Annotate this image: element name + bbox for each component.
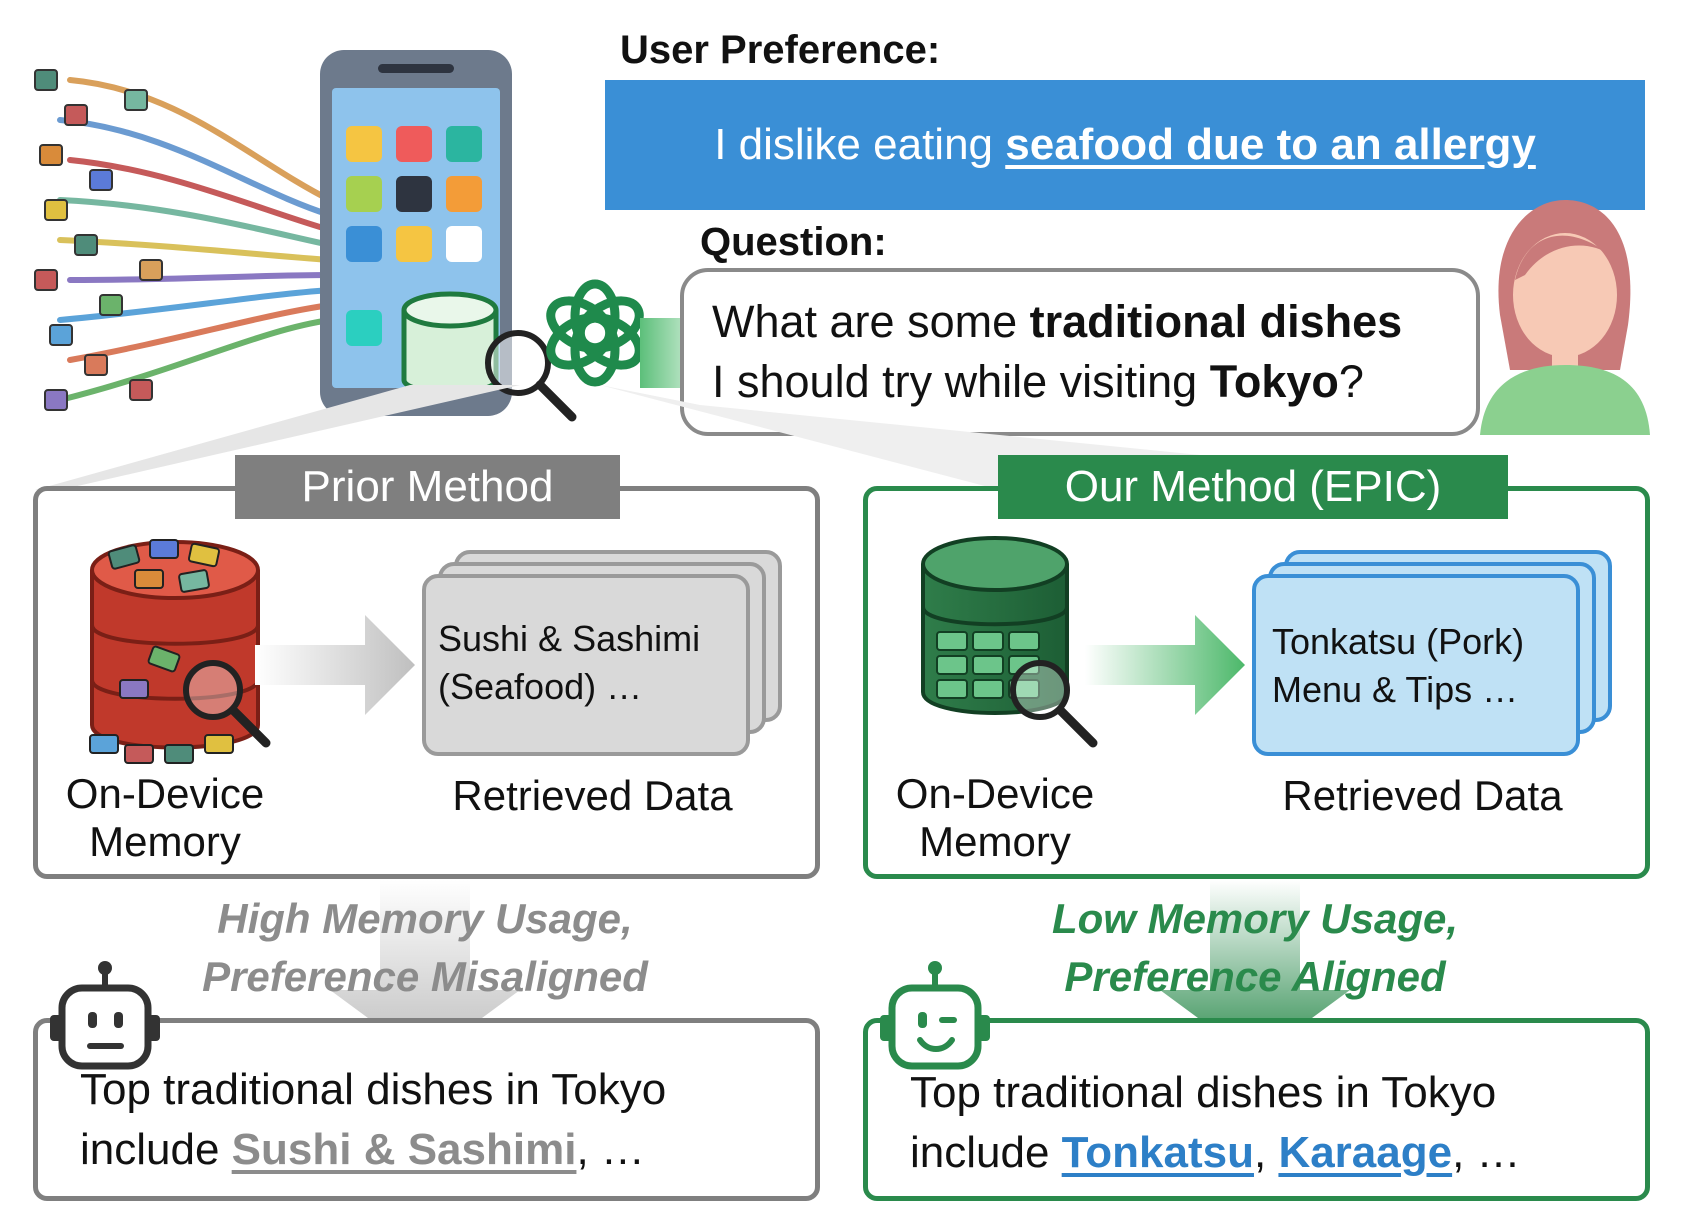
answer-text: , — [1253, 1128, 1279, 1177]
verdict-line: Low Memory Usage, — [1051, 895, 1459, 942]
our-answer-panel — [863, 1018, 1650, 1201]
label-line: Memory — [89, 818, 241, 865]
our-verdict: Low Memory Usage, Preference Aligned — [930, 890, 1580, 1006]
retrieved-card-text: Sushi & Sashimi (Seafood) … — [438, 615, 700, 711]
arrow-down-icon — [1160, 880, 1350, 1060]
preference-header: User Preference: — [620, 28, 941, 72]
preference-text: I dislike eating — [714, 120, 1006, 169]
question-text: I should try while visiting — [712, 356, 1210, 407]
card-line: (Seafood) … — [438, 666, 643, 707]
memory-label: On-Device Memory — [40, 770, 290, 866]
card-line: Tonkatsu (Pork) — [1272, 621, 1525, 662]
magnifier-icon — [1010, 660, 1098, 748]
verdict-line: High Memory Usage, — [217, 895, 633, 942]
question-text: ? — [1338, 356, 1364, 407]
arrow-right-icon — [1085, 615, 1245, 715]
question-header: Question: — [700, 220, 887, 264]
database-icon — [401, 291, 499, 395]
answer-dish: Karaage — [1278, 1128, 1453, 1177]
card-line: Menu & Tips … — [1272, 669, 1519, 710]
robot-sad-icon — [50, 961, 160, 1070]
answer-dish: Sushi & Sashimi — [231, 1125, 577, 1174]
answer-text: , … — [576, 1125, 645, 1174]
question-bold: Tokyo — [1209, 356, 1339, 407]
arrow-down-icon — [330, 880, 520, 1060]
retrieved-card-text: Tonkatsu (Pork) Menu & Tips … — [1272, 618, 1524, 714]
verdict-line: Preference Aligned — [1064, 953, 1446, 1000]
verdict-line: Preference Misaligned — [202, 953, 648, 1000]
database-icon — [921, 536, 1069, 715]
question-bubble: What are some traditional dishes I shoul… — [680, 268, 1480, 436]
user-avatar-icon — [1480, 200, 1650, 435]
our-method-title: Our Method (EPIC) — [998, 455, 1508, 519]
retrieved-label: Retrieved Data — [1282, 772, 1563, 819]
our-answer-text: Top traditional dishes in Tokyo include … — [910, 1063, 1521, 1183]
magnifier-icon — [183, 660, 271, 748]
arrow-right-icon — [255, 615, 415, 715]
prior-verdict: High Memory Usage, Preference Misaligned — [100, 890, 750, 1006]
answer-line: Top traditional dishes in Tokyo — [80, 1065, 667, 1114]
database-icon — [89, 539, 260, 764]
label-line: On-Device — [895, 770, 1095, 817]
answer-text: , … — [1452, 1128, 1521, 1177]
magnifier-icon — [485, 330, 577, 422]
prior-answer-panel — [33, 1018, 820, 1201]
retrieved-label: Retrieved Data — [452, 772, 733, 819]
question-bold: traditional dishes — [1029, 296, 1403, 347]
retrieved-stack — [1252, 550, 1612, 756]
card-line: Sushi & Sashimi — [438, 618, 701, 659]
answer-line: Top traditional dishes in Tokyo — [910, 1068, 1497, 1117]
prior-method-title: Prior Method — [235, 455, 620, 519]
answer-dish: Tonkatsu — [1061, 1128, 1254, 1177]
llm-logo-icon — [546, 279, 644, 387]
preference-bar: I dislike eating seafood due to an aller… — [605, 80, 1645, 210]
retrieved-stack — [422, 550, 782, 756]
answer-text: include — [910, 1128, 1062, 1177]
label-line: Memory — [919, 818, 1071, 865]
question-text: What are some — [712, 296, 1030, 347]
preference-emphasis: seafood due to an allergy — [1005, 120, 1536, 169]
answer-text: include — [80, 1125, 232, 1174]
prior-answer-text: Top traditional dishes in Tokyo include … — [80, 1060, 666, 1180]
robot-happy-icon — [880, 961, 990, 1070]
label-line: On-Device — [65, 770, 265, 817]
memory-label: On-Device Memory — [870, 770, 1120, 866]
data-stream-icon — [34, 69, 333, 411]
